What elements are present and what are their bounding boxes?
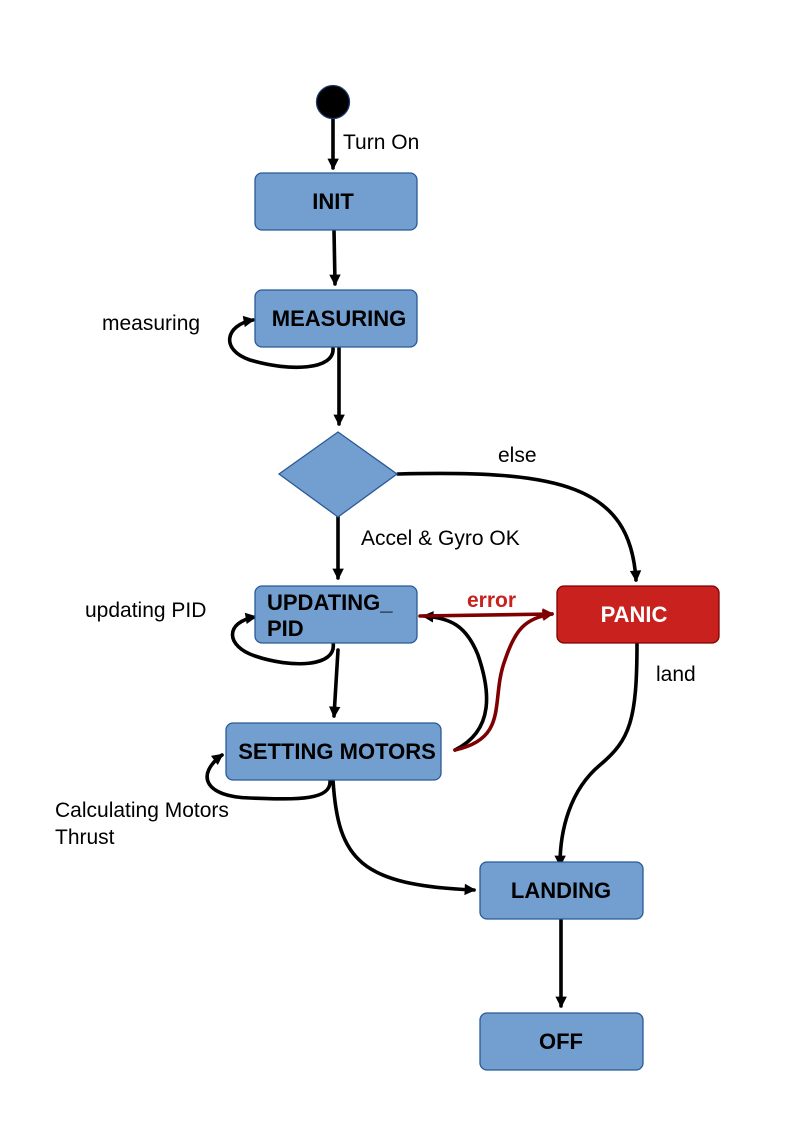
label-error: error (467, 589, 516, 612)
state-setting-motors-label: SETTING MOTORS (238, 739, 436, 764)
state-off-label: OFF (539, 1029, 583, 1054)
label-calculating-line1: Calculating Motors (55, 799, 229, 822)
label-else: else (498, 444, 537, 467)
state-updating-pid: UPDATING_ PID (254, 585, 418, 644)
edge-init-measuring (329, 228, 341, 287)
label-land: land (656, 663, 696, 686)
edge-updating-setting (329, 648, 341, 719)
state-updating-pid-label-line1: UPDATING_ (267, 590, 393, 615)
edge-setting-updating (421, 611, 489, 752)
state-panic-label: PANIC (601, 602, 668, 627)
edge-updating-pid-loop (230, 612, 335, 666)
edge-setting-panic-error (453, 609, 554, 752)
edges (205, 114, 642, 1009)
state-off: OFF (479, 1012, 644, 1071)
state-init-label: INIT (312, 189, 354, 214)
nodes: INIT MEASURING UPDATING_ PID SETTING MOT… (225, 84, 720, 1071)
decision-node (277, 431, 399, 518)
state-landing-label: LANDING (511, 878, 611, 903)
edge-labels: Turn On measuring else Accel & Gyro OK u… (55, 131, 696, 849)
edge-setting-landing (331, 778, 477, 896)
label-measuring: measuring (102, 312, 200, 335)
state-measuring-label: MEASURING (272, 306, 406, 331)
edge-else (396, 471, 642, 583)
label-calculating-line2: Thrust (55, 826, 115, 849)
edge-updating-panic-error (418, 608, 555, 620)
label-turn-on: Turn On (343, 131, 419, 154)
state-measuring: MEASURING (254, 289, 418, 348)
state-panic: PANIC (556, 585, 720, 644)
edge-calculating-loop (205, 753, 332, 801)
edge-measuring-loop (227, 315, 335, 370)
state-setting-motors: SETTING MOTORS (225, 722, 442, 781)
state-updating-pid-label-line2: PID (267, 616, 304, 641)
label-updating-pid: updating PID (85, 599, 206, 622)
label-accel-gyro-ok: Accel & Gyro OK (361, 527, 520, 550)
edge-land (554, 641, 639, 868)
state-init: INIT (254, 172, 418, 231)
initial-node (315, 84, 351, 120)
state-landing: LANDING (479, 861, 644, 920)
